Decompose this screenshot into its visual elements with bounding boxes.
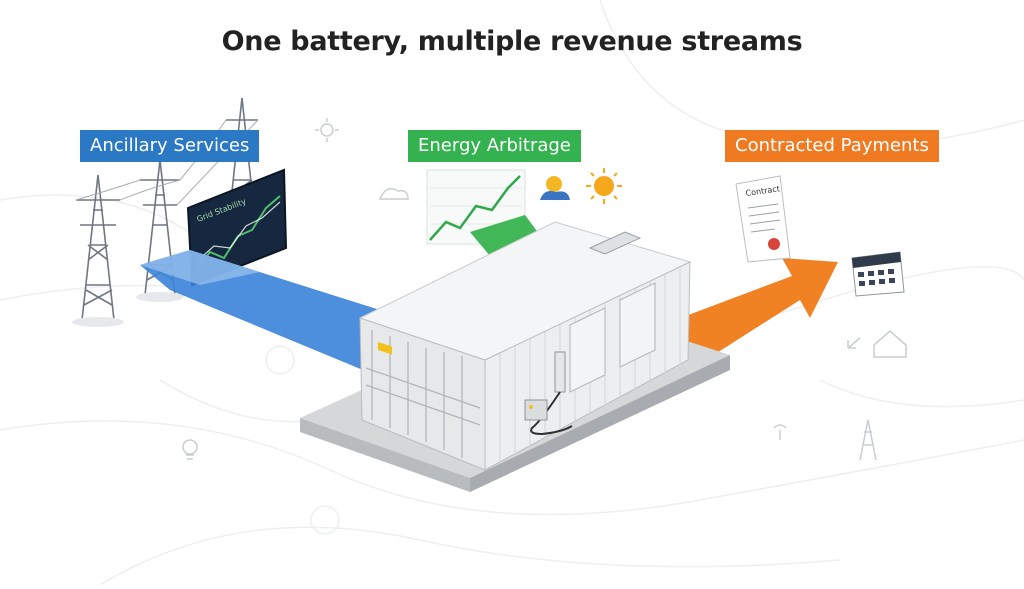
cloud-icon [378,188,409,200]
calendar-icon [851,251,905,297]
contracted-arrow [675,258,838,370]
signal-tower-icon [859,419,877,461]
antenna-icon [773,424,787,440]
sun-icon [586,168,622,204]
arrow-icon [847,337,861,349]
tower-shadow [136,292,184,302]
contract-document-icon: Contract [735,175,791,263]
contracted-payments-label: Contracted Payments [725,130,939,162]
charger-icon [554,351,566,393]
background-icons [182,118,907,461]
ancillary-arrow-tail [140,250,260,285]
house-icon [873,330,907,358]
warning-label [378,342,392,355]
power-tower-icon [76,174,120,321]
weather-icon [540,176,570,200]
energy-arbitrage-label: Energy Arbitrage [408,130,581,162]
sun-outline-icon [315,118,339,142]
power-lines [75,119,259,206]
lightbulb-icon [182,439,198,460]
chart-monitor-icon: Grid Stability [186,168,288,287]
ancillary-services-label: Ancillary Services [80,130,260,162]
power-tower-icon [140,159,180,296]
battery-container-icon [358,221,692,471]
page-title: One battery, multiple revenue streams [221,26,803,57]
tower-shadow [72,317,124,327]
